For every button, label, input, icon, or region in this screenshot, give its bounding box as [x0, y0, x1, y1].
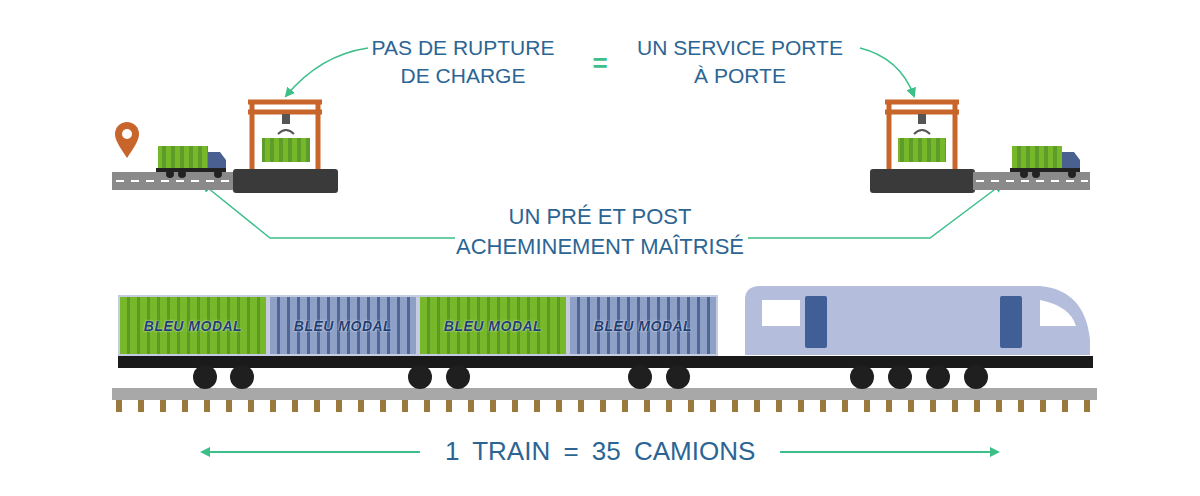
summary-text: 1 TRAIN = 35 CAMIONS — [437, 434, 763, 469]
right-terminal — [870, 100, 1090, 193]
callout-text: PAS DE RUPTURE DE CHARGE — [358, 34, 568, 91]
container: BLEU MODAL — [268, 295, 418, 356]
logo-text: BLEU MODAL — [144, 318, 242, 334]
container: BLEU MODAL — [568, 295, 718, 356]
callout-text: UN PRÉ ET POST ACHEMINEMENT MAÎTRISÉ — [445, 202, 755, 261]
container: BLEU MODAL — [118, 295, 268, 356]
equals-sign: = — [580, 46, 620, 81]
logo-text: BLEU MODAL — [594, 318, 692, 334]
logo-text: BLEU MODAL — [294, 318, 392, 334]
left-terminal — [112, 100, 338, 193]
logo-text: BLEU MODAL — [444, 318, 542, 334]
callout-text: UN SERVICE PORTE À PORTE — [635, 34, 845, 91]
train — [112, 286, 1097, 412]
container: BLEU MODAL — [418, 295, 568, 356]
